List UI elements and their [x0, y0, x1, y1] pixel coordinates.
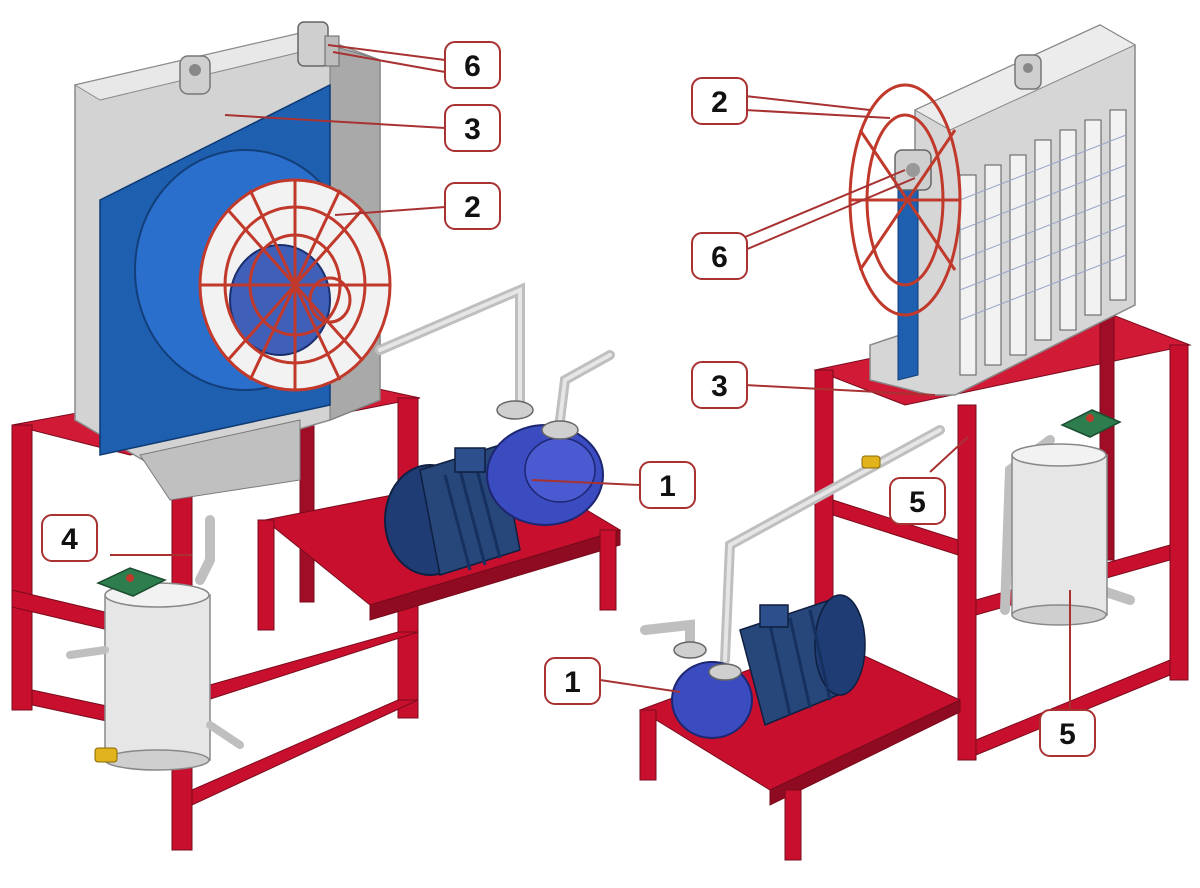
callout-box: [444, 104, 501, 152]
callout-label: 2: [464, 191, 481, 224]
right-vacuum-pump: [671, 641, 753, 739]
leader-lines: [110, 44, 1071, 710]
callout-1-3: 1: [639, 461, 696, 509]
right-tank-lid: [1060, 409, 1122, 438]
callout-box: [889, 477, 946, 525]
callout-label: 3: [711, 370, 728, 403]
callout-label: 3: [464, 113, 481, 146]
left-fan-assembly: [198, 178, 392, 392]
callout-3-1: 3: [444, 104, 501, 152]
left-vacuum-pump: [486, 400, 604, 526]
callout-1-9: 1: [544, 657, 601, 705]
callout-box: [444, 41, 501, 89]
callout-5-10: 5: [1039, 709, 1096, 757]
callout-label: 6: [711, 241, 728, 274]
callout-5-8: 5: [889, 477, 946, 525]
callout-box: [41, 514, 98, 562]
callout-6-6: 6: [691, 232, 748, 280]
right-stand-frame: [638, 309, 1192, 861]
left-separator-tank: [66, 567, 244, 771]
callout-label: 4: [61, 523, 78, 556]
callout-6-0: 6: [444, 41, 501, 89]
callout-label: 6: [464, 50, 481, 83]
right-fan-guard: [848, 83, 962, 317]
callout-label: 5: [909, 486, 926, 519]
callout-box: [1039, 709, 1096, 757]
right-unit: [638, 24, 1192, 861]
callout-box: [691, 77, 748, 125]
callout-box: [544, 657, 601, 705]
left-flange: [297, 21, 329, 67]
callout-label: 2: [711, 86, 728, 119]
callout-3-7: 3: [691, 361, 748, 409]
right-separator-tank: [861, 409, 1122, 626]
callout-box: [444, 182, 501, 230]
callout-label: 1: [659, 470, 676, 503]
left-tank-lid: [96, 567, 167, 597]
callout-label: 5: [1059, 718, 1076, 751]
callout-4-4: 4: [41, 514, 98, 562]
callout-label: 1: [564, 666, 581, 699]
callout-2-5: 2: [691, 77, 748, 125]
callout-box: [691, 232, 748, 280]
left-drain-valve: [94, 747, 118, 763]
right-pump-motor: [739, 594, 866, 727]
callout-2-2: 2: [444, 182, 501, 230]
callout-box: [691, 361, 748, 409]
left-unit: [11, 21, 622, 851]
callouts: 6 3 2 1 4 2 6 3 5 1 5: [41, 41, 1096, 757]
right-fill-valve: [861, 455, 881, 469]
callout-box: [639, 461, 696, 509]
right-radiator-housing: [869, 24, 1137, 396]
